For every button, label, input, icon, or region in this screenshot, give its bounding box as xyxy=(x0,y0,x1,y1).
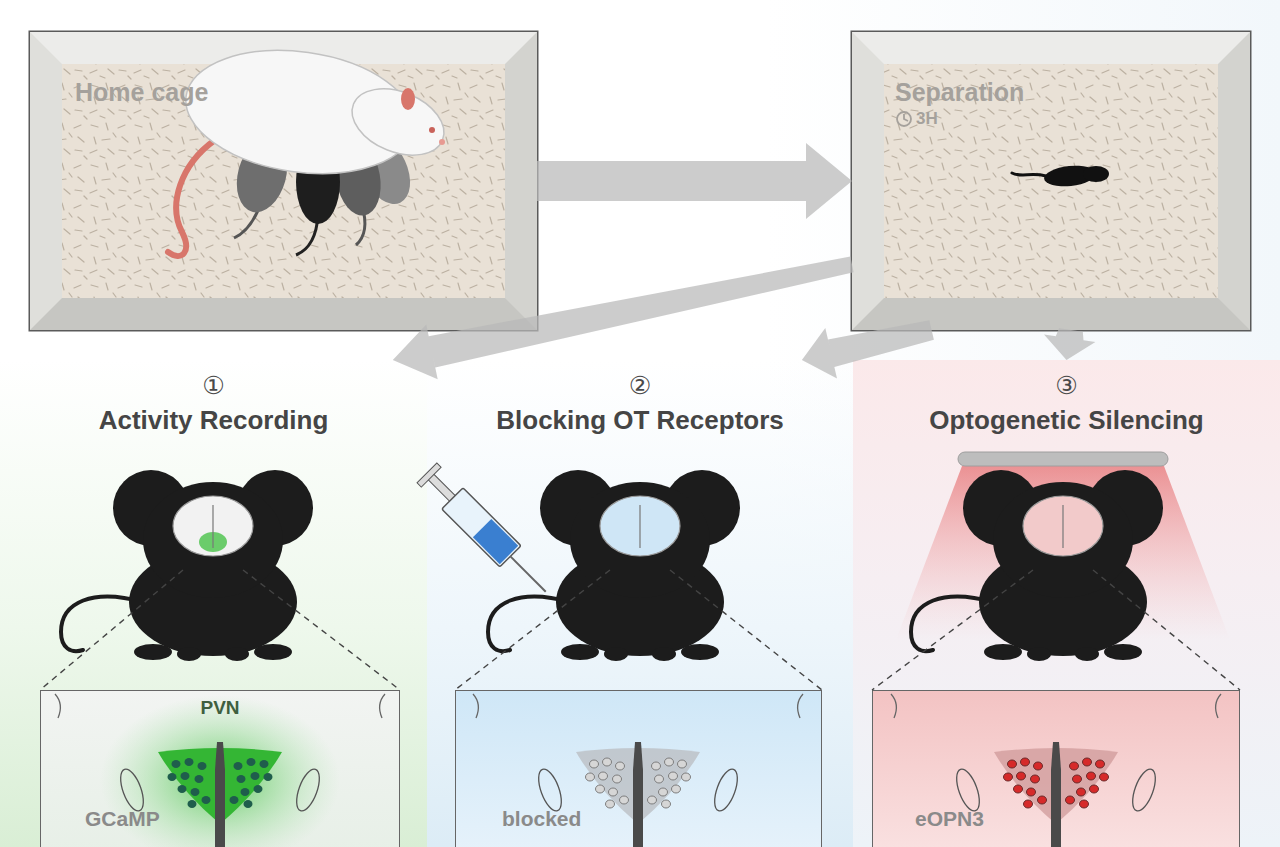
method-label: eOPN3 xyxy=(915,807,984,831)
method-label: blocked xyxy=(502,807,581,831)
callout-number: ② xyxy=(427,372,853,401)
cage-box: Home cage xyxy=(30,32,537,330)
callout-number: ① xyxy=(0,372,427,401)
callout-number: ③ xyxy=(853,372,1280,401)
panel-heading: Activity Recording xyxy=(0,406,427,436)
cage-label: Home cage xyxy=(75,78,208,107)
duration-label: 3H xyxy=(916,109,938,129)
zoom-inset: blocked xyxy=(455,690,822,847)
panel-band: ③ Optogenetic Silencing eOPN3 xyxy=(853,360,1280,847)
cage-label: Separation xyxy=(895,78,1024,107)
panel-band: ② Blocking OT Receptors blocked xyxy=(427,360,853,847)
panel-heading: Optogenetic Silencing xyxy=(853,406,1280,436)
method-label: GCaMP xyxy=(85,807,160,831)
flow-arrow xyxy=(537,143,852,219)
panel-band: ① Activity RecordingPVN GCaMP xyxy=(0,360,427,847)
region-label: PVN xyxy=(41,697,399,719)
zoom-inset: PVN GCaMP xyxy=(40,690,400,847)
zoom-inset: eOPN3 xyxy=(872,690,1240,847)
flow-arrow xyxy=(1044,328,1095,360)
cage-box: Separation3H xyxy=(852,32,1250,330)
panel-heading: Blocking OT Receptors xyxy=(427,406,853,436)
